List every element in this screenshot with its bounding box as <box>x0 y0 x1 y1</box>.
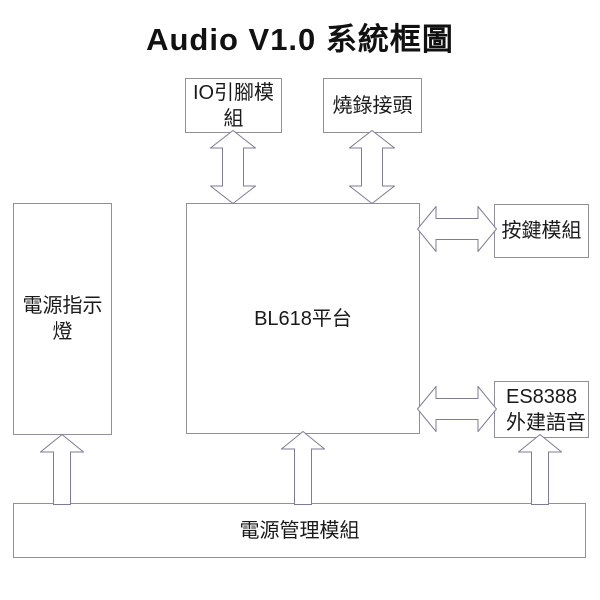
block-es8388-audio-label: ES8388 外建語音 <box>506 384 586 436</box>
double-arrow-burn-to-bl618-icon <box>349 130 395 204</box>
block-io-pin-module: IO引腳模組 <box>185 78 282 133</box>
block-bl618-platform: BL618平台 <box>186 203 420 434</box>
block-key-module-label: 按鍵模組 <box>501 220 582 242</box>
block-power-management: 電源管理模組 <box>13 503 586 558</box>
double-arrow-bl618-to-key-icon <box>417 206 497 252</box>
block-power-management-label: 電源管理模組 <box>239 519 360 542</box>
block-power-indicator-label: 電源指示燈 <box>22 295 103 343</box>
diagram-title: Audio V1.0 系統框圖 <box>146 22 454 57</box>
block-es8388-line1: ES8388 <box>506 385 578 408</box>
block-power-indicator: 電源指示燈 <box>13 203 112 435</box>
double-arrow-io-to-bl618-icon <box>210 130 256 204</box>
up-arrow-power-to-es8388-icon <box>518 434 562 505</box>
double-arrow-bl618-to-es8388-icon <box>417 386 497 432</box>
block-bl618-platform-label: BL618平台 <box>254 307 352 330</box>
up-arrow-power-to-bl618-icon <box>281 431 325 505</box>
block-es8388-audio: ES8388 外建語音 <box>494 381 589 438</box>
block-io-pin-module-label: IO引腳模組 <box>192 81 275 130</box>
block-burn-header-label: 燒錄接頭 <box>332 94 413 117</box>
block-key-module: 按鍵模組 <box>494 204 589 258</box>
block-es8388-line2: 外建語音 <box>506 411 586 434</box>
up-arrow-power-to-indicator-icon <box>40 434 84 505</box>
block-burn-header: 燒錄接頭 <box>323 78 422 133</box>
